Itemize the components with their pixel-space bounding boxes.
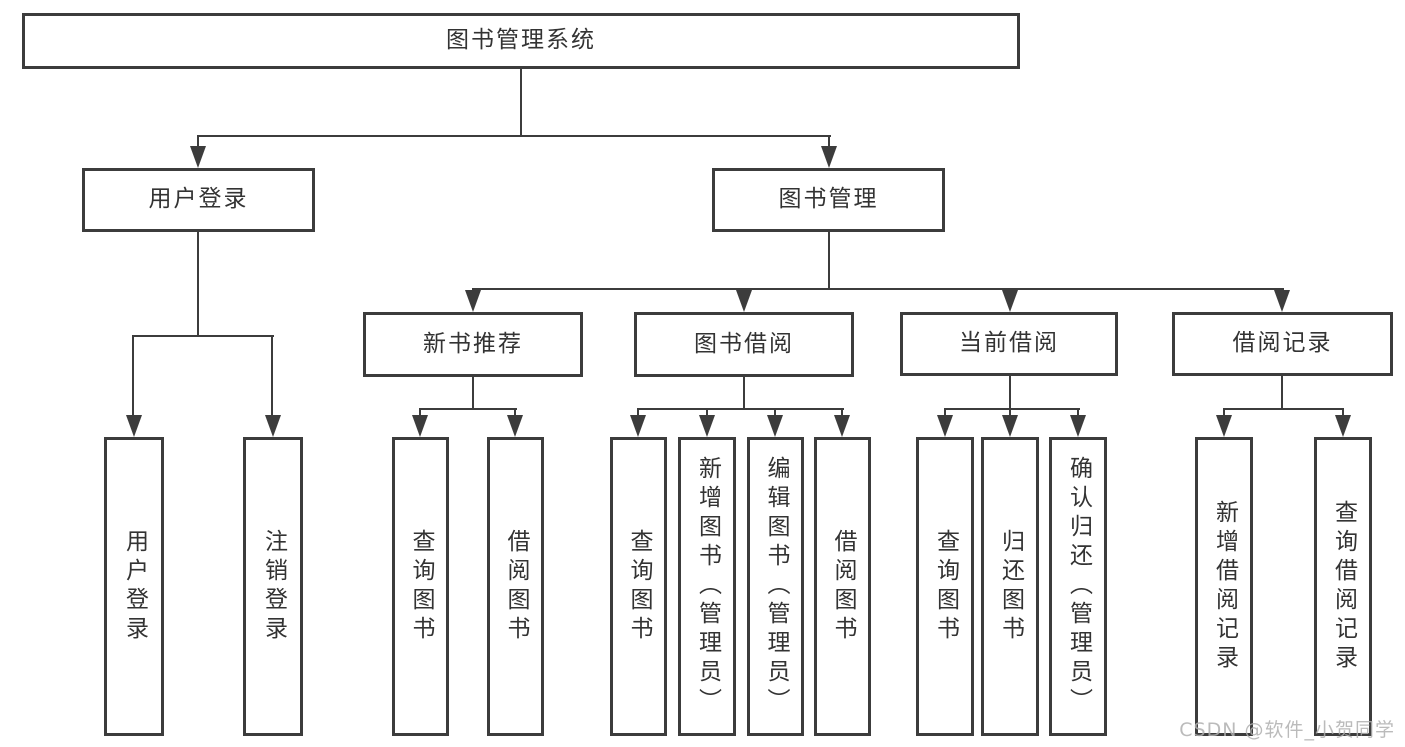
connector-line	[1077, 408, 1079, 418]
connector-line	[514, 408, 516, 418]
arrowhead-icon	[937, 415, 953, 437]
node-leaf-query-book-3: 查询图书	[916, 437, 974, 736]
connector-line	[271, 335, 273, 417]
node-leaf-query-borrow-record: 查询借阅记录	[1314, 437, 1372, 736]
node-leaf-logout: 注销登录	[243, 437, 303, 736]
connector-line	[944, 408, 946, 418]
node-leaf-user-login: 用户登录	[104, 437, 164, 736]
node-leaf-confirm-return: 确认归还（管理员）	[1049, 437, 1107, 736]
node-root: 图书管理系统	[22, 13, 1020, 69]
connector-line	[637, 408, 639, 418]
connector-line	[1223, 408, 1225, 418]
node-leaf-query-book-2: 查询图书	[610, 437, 667, 736]
node-leaf-borrow-book-1: 借阅图书	[487, 437, 544, 736]
connector-line	[828, 232, 830, 289]
connector-line	[419, 408, 421, 418]
node-leaf-add-book: 新增图书（管理员）	[678, 437, 736, 736]
connector-line	[1009, 408, 1011, 418]
arrowhead-icon	[1216, 415, 1232, 437]
node-user-login: 用户登录	[82, 168, 315, 232]
connector-line	[1342, 408, 1344, 418]
arrowhead-icon	[821, 146, 837, 168]
connector-line	[944, 408, 1080, 410]
node-current-borrow: 当前借阅	[900, 312, 1118, 376]
connector-line	[841, 408, 843, 418]
connector-line	[419, 408, 517, 410]
connector-line	[197, 232, 199, 337]
arrowhead-icon	[190, 146, 206, 168]
arrowhead-icon	[412, 415, 428, 437]
node-borrow-record: 借阅记录	[1172, 312, 1393, 376]
connector-line	[774, 408, 776, 418]
csdn-watermark: CSDN @软件_小贺同学	[1179, 719, 1395, 741]
connector-line	[1009, 376, 1011, 409]
arrowhead-icon	[767, 415, 783, 437]
arrowhead-icon	[1002, 290, 1018, 312]
node-leaf-add-borrow-record: 新增借阅记录	[1195, 437, 1253, 736]
connector-line	[197, 135, 199, 149]
arrowhead-icon	[1070, 415, 1086, 437]
arrowhead-icon	[1002, 415, 1018, 437]
connector-line	[1223, 408, 1344, 410]
node-new-book-recommend: 新书推荐	[363, 312, 583, 377]
arrowhead-icon	[630, 415, 646, 437]
arrowhead-icon	[1274, 290, 1290, 312]
connector-line	[828, 135, 830, 149]
arrowhead-icon	[507, 415, 523, 437]
node-book-mgmt: 图书管理	[712, 168, 945, 232]
connector-line	[1281, 376, 1283, 409]
arrowhead-icon	[465, 290, 481, 312]
node-leaf-return-book: 归还图书	[981, 437, 1039, 736]
arrowhead-icon	[699, 415, 715, 437]
arrowhead-icon	[126, 415, 142, 437]
connector-line	[472, 377, 474, 409]
connector-line	[637, 408, 844, 410]
connector-line	[132, 335, 134, 417]
node-leaf-borrow-book-2: 借阅图书	[814, 437, 871, 736]
arrowhead-icon	[265, 415, 281, 437]
arrowhead-icon	[736, 290, 752, 312]
connector-line	[472, 288, 1284, 290]
arrowhead-icon	[834, 415, 850, 437]
node-book-borrow: 图书借阅	[634, 312, 854, 377]
connector-line	[197, 135, 831, 137]
connector-line	[706, 408, 708, 418]
node-leaf-edit-book: 编辑图书（管理员）	[747, 437, 804, 736]
connector-line	[743, 377, 745, 409]
connector-line	[520, 69, 522, 135]
node-leaf-query-book-1: 查询图书	[392, 437, 449, 736]
connector-line	[132, 335, 274, 337]
arrowhead-icon	[1335, 415, 1351, 437]
